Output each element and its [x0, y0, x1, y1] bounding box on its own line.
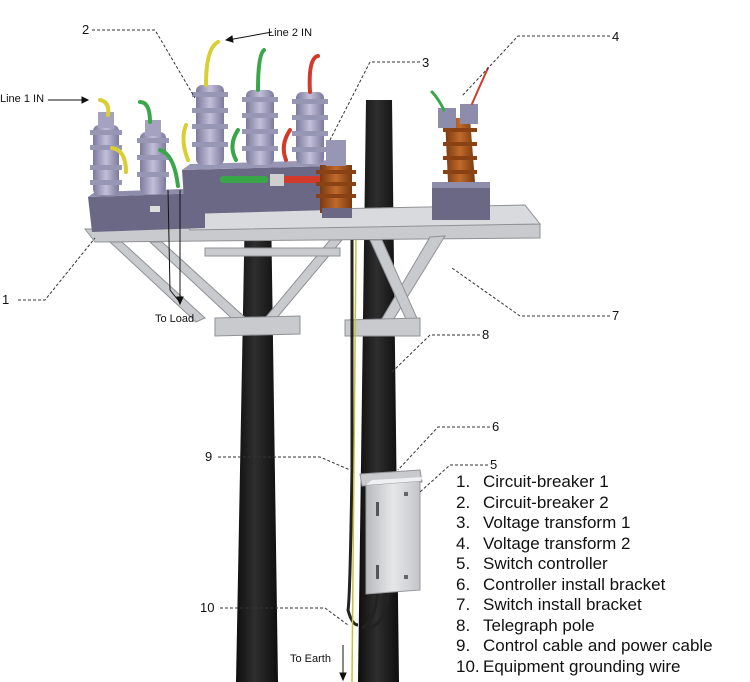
callout-4: 4	[612, 29, 620, 44]
breaker2-pole-b	[242, 90, 278, 165]
legend-item: 4.Voltage transform 2	[456, 533, 631, 553]
legend-item: 6.Controller install bracket	[456, 574, 666, 594]
legend-item: 8.Telegraph pole	[456, 615, 595, 635]
line-1-in-label: Line 1 IN	[0, 93, 45, 105]
breaker1-pole-a	[90, 112, 122, 195]
line-2-in-label: Line 2 IN	[268, 27, 313, 39]
switch-install-bracket	[83, 204, 542, 337]
callout-5: 5	[490, 457, 498, 472]
legend-item: 1.Circuit-breaker 1	[456, 472, 609, 491]
telegraph-pole-left	[236, 205, 278, 682]
legend-item: 3.Voltage transform 1	[456, 513, 631, 532]
callout-2: 2	[82, 22, 90, 37]
callout-8: 8	[482, 327, 490, 342]
voltage-transformer-2	[432, 104, 490, 220]
callout-10: 10	[200, 600, 215, 615]
callout-6: 6	[492, 419, 500, 434]
legend-item: 2.Circuit-breaker 2	[456, 492, 609, 512]
callout-3: 3	[422, 55, 430, 70]
breaker2-pole-a	[192, 85, 228, 165]
breaker1-pole-b	[137, 120, 169, 194]
grounding-wire	[351, 239, 357, 682]
circuit-breaker-1	[88, 112, 212, 232]
circuit-breaker-2	[182, 85, 338, 214]
component-legend: 1.Circuit-breaker 1 2.Circuit-breaker 2 …	[456, 472, 713, 677]
breaker2-pole-c	[292, 92, 328, 164]
legend-item: 5.Switch controller	[456, 554, 608, 573]
to-load-label: To Load	[155, 313, 195, 325]
arrows	[48, 31, 347, 682]
to-earth-label: To Earth	[290, 653, 331, 665]
callout-7: 7	[612, 308, 620, 323]
legend-item: 7.Switch install bracket	[456, 595, 642, 614]
legend-item: 9.Control cable and power cable	[456, 636, 713, 655]
switch-controller	[365, 477, 424, 595]
voltage-transformer-1	[316, 140, 356, 218]
callout-9: 9	[205, 449, 213, 464]
callout-1: 1	[2, 292, 10, 307]
leader-lines	[18, 29, 610, 626]
legend-item: 10.Equipment grounding wire	[456, 656, 681, 676]
cables	[98, 40, 489, 188]
